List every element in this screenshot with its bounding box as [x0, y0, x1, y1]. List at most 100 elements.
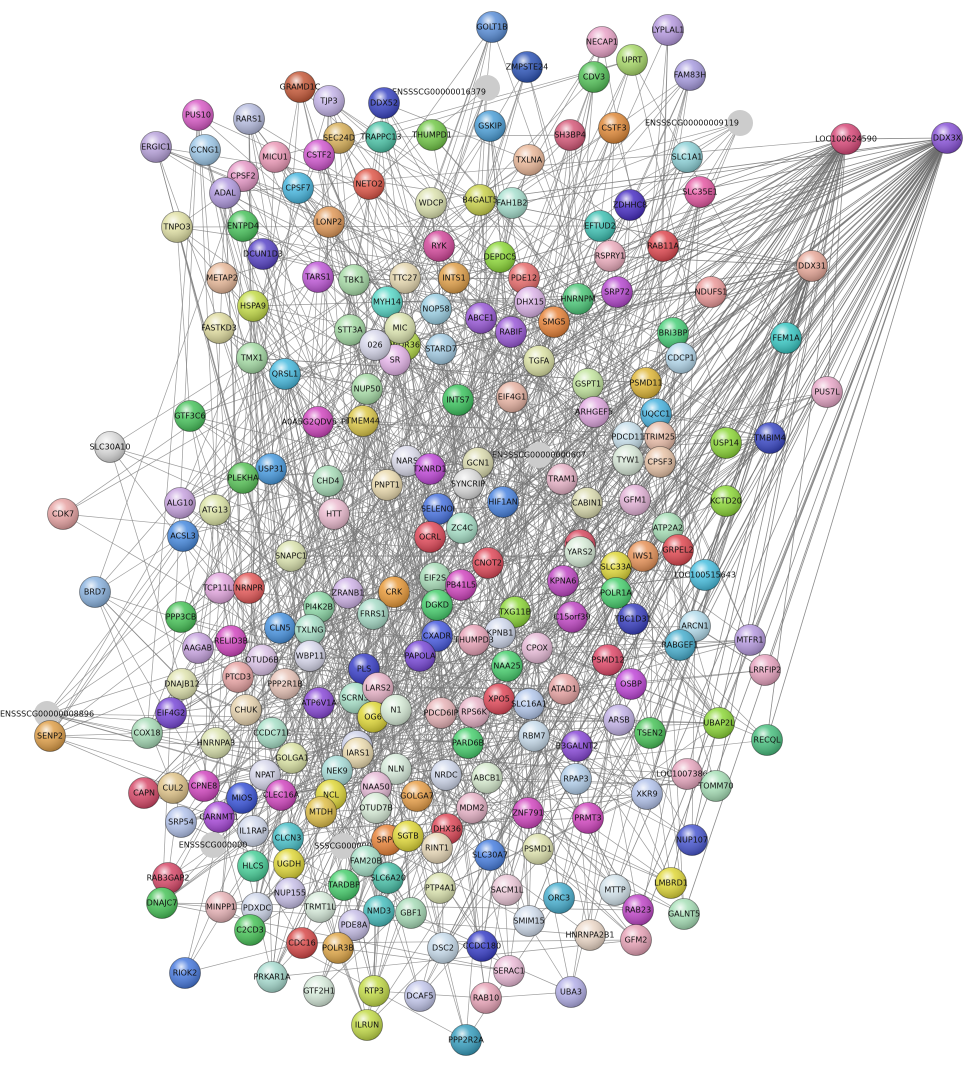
node-brd7[interactable]: BRD7 [79, 576, 111, 608]
node-kctd20[interactable]: KCTD20 [710, 485, 742, 517]
node-tbk1[interactable]: TBK1 [338, 264, 370, 296]
node-pus10[interactable]: PUS10 [182, 99, 214, 131]
node-ddx31[interactable]: DDX31 [796, 250, 828, 282]
node-otud7b[interactable]: OTUD7B [359, 792, 393, 824]
node-recql[interactable]: RECQL [751, 724, 783, 756]
node-tars1[interactable]: TARS1 [302, 261, 334, 293]
node-dhx15[interactable]: DHX15 [514, 286, 546, 318]
node-ilrun[interactable]: ILRUN [351, 1009, 383, 1041]
node-pus7l[interactable]: PUS7L [811, 376, 843, 408]
node-polr3b[interactable]: POLR3B [322, 932, 354, 964]
node-sh3bp4[interactable]: SH3BP4 [554, 119, 586, 151]
node-b4galt5[interactable]: B4GALT5 [462, 184, 498, 216]
node-dcaf5[interactable]: DCAF5 [404, 980, 436, 1012]
node-tyw1[interactable]: TYW1 [612, 444, 644, 476]
node-usp31[interactable]: USP31 [255, 453, 287, 485]
node-arsb[interactable]: ARSB [603, 704, 635, 736]
node-metap2[interactable]: METAP2 [206, 262, 238, 294]
node-grpel2[interactable]: GRPEL2 [662, 534, 694, 566]
node-aagab[interactable]: AAGAB [182, 632, 214, 664]
node-nrdc[interactable]: NRDC [430, 759, 462, 791]
node-tardbp[interactable]: TARDBP [327, 869, 360, 901]
node-eftud2[interactable]: EFTUD2 [584, 210, 616, 242]
node-atad1[interactable]: ATAD1 [548, 673, 580, 705]
node-tsen2[interactable]: TSEN2 [634, 717, 666, 749]
node-enssscg00000009119[interactable]: ENSSSCG00000009119 [645, 110, 753, 136]
node-thumpd1[interactable]: THUMPD1 [411, 119, 452, 151]
node-ugdh[interactable]: UGDH [273, 848, 305, 880]
node-psmd11[interactable]: PSMD11 [629, 367, 663, 399]
node-fam83h[interactable]: FAM83H [674, 59, 706, 91]
node-qrsl1[interactable]: QRSL1 [269, 358, 301, 390]
node-polr1a[interactable]: POLR1A [600, 577, 632, 609]
node-gfm2[interactable]: GFM2 [620, 924, 652, 956]
node-cstf2[interactable]: CSTF2 [303, 139, 335, 171]
node-rabif[interactable]: RABIF [495, 316, 527, 348]
node-cul2[interactable]: CUL2 [157, 772, 189, 804]
node-mtfr1[interactable]: MTFR1 [734, 624, 766, 656]
node-usp14[interactable]: USP14 [710, 427, 742, 459]
node-atg13[interactable]: ATG13 [199, 494, 231, 526]
node-slc1a1[interactable]: SLC1A1 [671, 141, 703, 173]
node-smg5[interactable]: SMG5 [538, 306, 570, 338]
node-adal[interactable]: ADAL [209, 177, 241, 209]
node-gspt1[interactable]: GSPT1 [572, 368, 604, 400]
node-dnajb12[interactable]: DNAJB12 [164, 668, 200, 700]
node-pb41l5[interactable]: PB41L5 [445, 569, 477, 601]
node-nop58[interactable]: NOP58 [420, 293, 452, 325]
node-tgfa[interactable]: TGFA [523, 345, 555, 377]
node-iws1[interactable]: IWS1 [627, 540, 659, 572]
node-acsl3[interactable]: ACSL3 [167, 520, 199, 552]
node-nup107[interactable]: NUP107 [676, 824, 708, 856]
node-sgtb[interactable]: SGTB [392, 820, 424, 852]
node-ocrl[interactable]: OCRL [414, 521, 446, 553]
node-minpp1[interactable]: MINPP1 [205, 891, 237, 923]
node-xpo5[interactable]: XPO5 [483, 683, 515, 715]
node-snapc1[interactable]: SNAPC1 [275, 540, 307, 572]
node-micu1[interactable]: MICU1 [259, 141, 291, 173]
node-depdc5[interactable]: DEPDC5 [484, 241, 517, 273]
node-cpox[interactable]: CPOX [521, 632, 553, 664]
node-plekha[interactable]: PLEKHA [227, 462, 259, 494]
node-il1rap[interactable]: IL1RAP [237, 815, 269, 847]
node-c2cd3[interactable]: C2CD3 [234, 914, 266, 946]
node-atp6v1a[interactable]: ATP6V1A [301, 687, 337, 719]
node-ddx3x[interactable]: DDX3X [931, 122, 963, 154]
node-rint1[interactable]: RINT1 [421, 832, 453, 864]
node-cabin1[interactable]: CABIN1 [571, 487, 603, 519]
node-hif1an[interactable]: HIF1AN [487, 486, 519, 518]
node-ubap2l[interactable]: UBAP2L [703, 707, 735, 739]
node-abcb1[interactable]: ABCB1 [471, 762, 503, 794]
node-fah1b2[interactable]: FAH1B2 [496, 187, 528, 219]
node-pard6b[interactable]: PARD6B [452, 727, 484, 759]
node-zdhhc8[interactable]: ZDHHC8 [613, 189, 647, 221]
node-n1[interactable]: N1 [380, 694, 412, 726]
node-pnpt1[interactable]: PNPT1 [371, 469, 403, 501]
node-galnt5[interactable]: GALNT5 [668, 898, 700, 930]
node-rbm7[interactable]: RBM7 [518, 720, 550, 752]
node-ccdc180[interactable]: CCDC180 [463, 930, 501, 962]
node-ints1[interactable]: INTS1 [438, 262, 470, 294]
node-neto2[interactable]: NETO2 [353, 168, 385, 200]
node-cdv3[interactable]: CDV3 [578, 61, 610, 93]
node-srp72[interactable]: SRP72 [601, 276, 633, 308]
node-026[interactable]: 026 [359, 329, 391, 361]
node-rspry1[interactable]: RSPRY1 [594, 240, 626, 272]
node-dhx36[interactable]: DHX36 [431, 813, 463, 845]
node-alg10[interactable]: ALG10 [164, 487, 196, 519]
node-enssscg00000016379[interactable]: ENSSSCG00000016379 [392, 75, 500, 101]
node-tnpo3[interactable]: TNPO3 [161, 211, 193, 243]
node-hlcs[interactable]: HLCS [237, 850, 269, 882]
node-cln5[interactable]: CLN5 [264, 612, 296, 644]
node-rtp3[interactable]: RTP3 [358, 975, 390, 1007]
node-nrnpr[interactable]: NRNPR [233, 572, 265, 604]
node-psmd1[interactable]: PSMD1 [522, 833, 554, 865]
node-cdc16[interactable]: CDC16 [286, 927, 318, 959]
node-rars1[interactable]: RARS1 [233, 103, 265, 135]
node-cnot2[interactable]: CNOT2 [472, 547, 504, 579]
node-gtf3c6[interactable]: GTF3C6 [174, 400, 206, 432]
node-trappc13[interactable]: TRAPPC13 [359, 121, 402, 153]
node-eif4g1[interactable]: EIF4G1 [496, 381, 528, 413]
node-tram1[interactable]: TRAM1 [546, 463, 578, 495]
node-lyplal1[interactable]: LYPLAL1 [652, 14, 685, 46]
